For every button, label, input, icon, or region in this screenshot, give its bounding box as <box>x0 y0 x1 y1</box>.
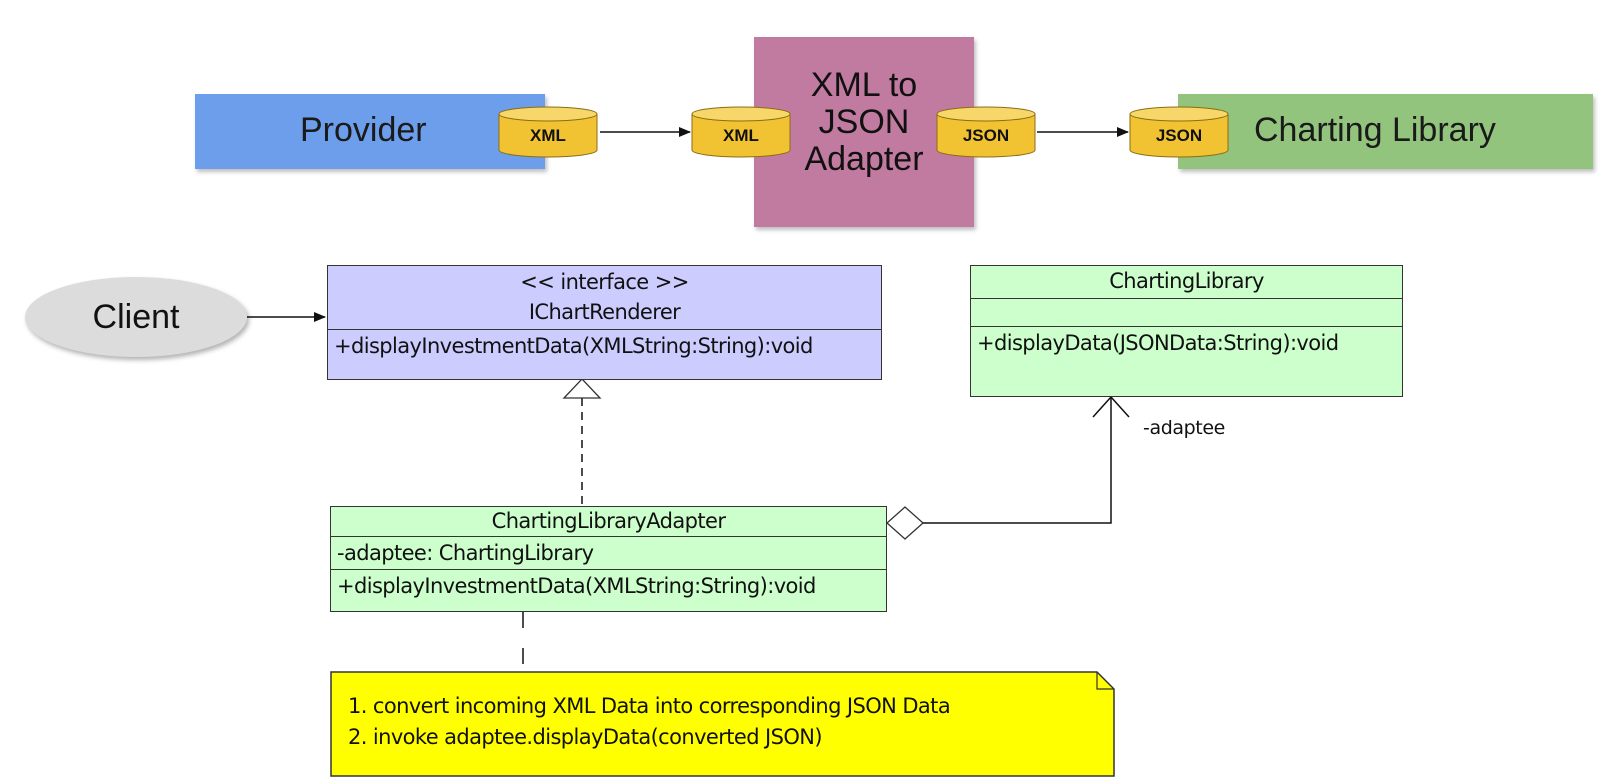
client-actor: Client <box>25 277 247 357</box>
ichartrenderer-interface: << interface >> IChartRenderer +displayI… <box>327 265 882 380</box>
adapter-method: +displayInvestmentData(XMLString:String)… <box>331 569 886 602</box>
charting-library-class-name: ChartingLibrary <box>1109 269 1264 293</box>
provider-label: Provider <box>300 111 427 149</box>
xml-input-label: XML <box>723 126 759 145</box>
aggregation-diamond <box>886 506 924 540</box>
charting-library-adapter-class: ChartingLibraryAdapter -adaptee: Chartin… <box>330 506 887 612</box>
interface-name: IChartRenderer <box>528 300 681 324</box>
xml-output-label: XML <box>530 126 566 145</box>
realization-triangle <box>562 378 602 399</box>
adapter-attribute: -adaptee: ChartingLibrary <box>331 536 886 569</box>
json-input-label: JSON <box>1155 126 1203 145</box>
note-line-2: 2. invoke adaptee.displayData(converted … <box>348 725 823 749</box>
xml-to-json-adapter-box: XML to JSON Adapter <box>754 37 974 227</box>
adapter-class-name: ChartingLibraryAdapter <box>491 509 726 533</box>
note-line-1: 1. convert incoming XML Data into corres… <box>348 694 951 718</box>
charting-library-class: ChartingLibrary +displayData(JSONData:St… <box>970 265 1403 397</box>
adapter-label-line-1: XML to <box>810 66 918 104</box>
charting-library-method: +displayData(JSONData:String):void <box>971 326 1402 359</box>
charting-library-attributes <box>971 298 1402 326</box>
note-shape <box>330 671 1115 777</box>
adapter-label-line-3: Adapter <box>804 140 924 178</box>
charting-library-box: Charting Library <box>1178 94 1593 169</box>
interface-stereotype: << interface >> <box>520 270 689 294</box>
aggregation-line <box>923 397 1112 524</box>
adaptee-role-label: -adaptee <box>1143 417 1225 439</box>
adapter-label-line-2: JSON <box>818 103 910 141</box>
interface-method: +displayInvestmentData(XMLString:String)… <box>328 329 881 362</box>
aggregation-arrowhead <box>1092 395 1130 418</box>
charting-library-label: Charting Library <box>1254 111 1496 149</box>
provider-box: Provider <box>195 94 545 169</box>
json-input-cylinder-icon: JSON <box>1129 106 1229 158</box>
json-output-cylinder-icon: JSON <box>936 106 1036 158</box>
xml-output-cylinder-icon: XML <box>498 106 598 158</box>
implementation-note: 1. convert incoming XML Data into corres… <box>330 671 1115 777</box>
xml-input-cylinder-icon: XML <box>691 106 791 158</box>
json-output-label: JSON <box>962 126 1010 145</box>
client-label: Client <box>92 297 180 336</box>
